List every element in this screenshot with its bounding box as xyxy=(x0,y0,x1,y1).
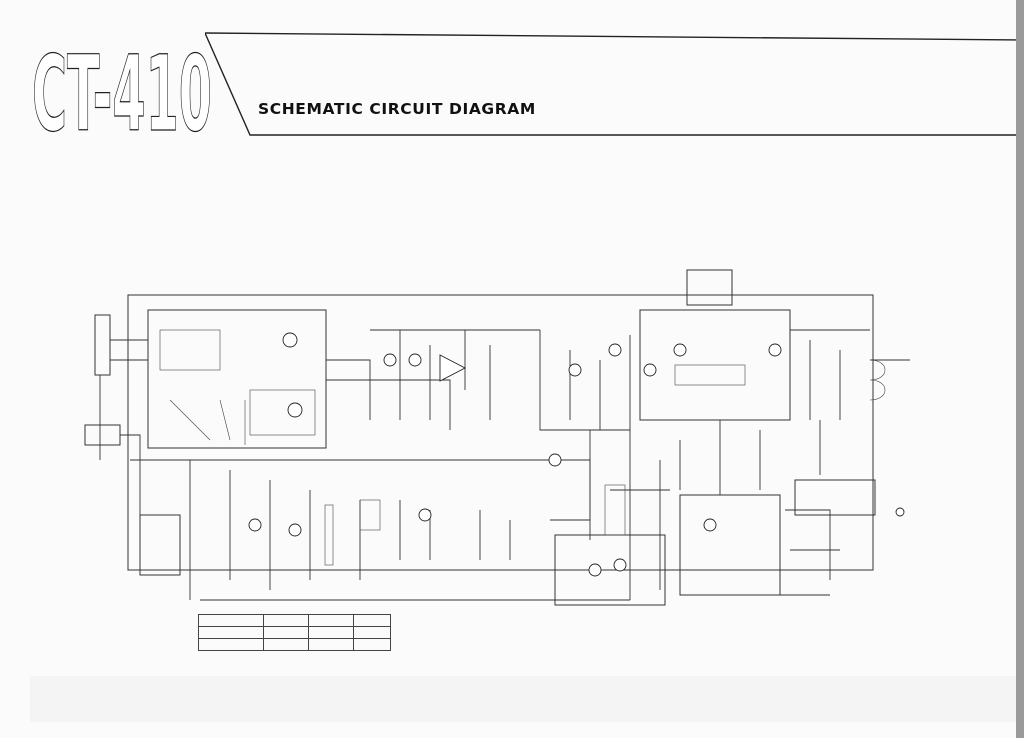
schematic-circuit-diagram xyxy=(84,269,910,606)
table-header-cell xyxy=(198,614,264,627)
table-cell xyxy=(198,638,264,651)
page-bottom-shadow xyxy=(30,676,1024,722)
transistor xyxy=(895,507,905,517)
table-row xyxy=(198,626,391,639)
transistor xyxy=(613,558,627,572)
transistor xyxy=(768,343,782,357)
selector-schedule-table xyxy=(198,614,391,651)
antenna-input xyxy=(94,314,111,376)
transistor xyxy=(568,363,582,377)
table-cell xyxy=(308,638,354,651)
transistor xyxy=(703,518,717,532)
table-cell xyxy=(263,626,309,639)
coil xyxy=(324,504,334,566)
model-logo-text: CT-410 xyxy=(32,33,212,140)
model-logo: CT-410 xyxy=(31,32,212,140)
transistor xyxy=(548,453,562,467)
page-edge xyxy=(1016,0,1024,738)
table-cell xyxy=(353,626,391,639)
transistor xyxy=(608,343,622,357)
table-row xyxy=(198,638,391,651)
main-board-outline xyxy=(127,294,874,571)
transistor xyxy=(282,332,298,348)
meter-box xyxy=(84,424,121,446)
fuse-box xyxy=(686,269,733,306)
head-box xyxy=(139,514,181,576)
transistor xyxy=(643,363,657,377)
op-amp xyxy=(439,354,466,382)
header-rule xyxy=(205,32,1024,136)
table-cell xyxy=(353,638,391,651)
transformer xyxy=(604,484,626,536)
transistor xyxy=(248,518,262,532)
table-cell xyxy=(198,626,264,639)
dolby-module-box xyxy=(679,494,781,596)
table-cell xyxy=(263,638,309,651)
tuner-module-box xyxy=(147,309,327,449)
transistor xyxy=(383,353,397,367)
transistor xyxy=(588,563,602,577)
table-header-cell xyxy=(308,614,354,627)
table-header-cell xyxy=(263,614,309,627)
transistor xyxy=(673,343,687,357)
power-switch-box xyxy=(794,479,876,516)
page-title: SCHEMATIC CIRCUIT DIAGRAM xyxy=(258,100,536,118)
transistor xyxy=(287,402,303,418)
transistor xyxy=(408,353,422,367)
table-cell xyxy=(308,626,354,639)
transistor xyxy=(418,508,432,522)
transistor xyxy=(288,523,302,537)
table-header-cell xyxy=(353,614,391,627)
power-module-box xyxy=(639,309,791,421)
oscillator-coil xyxy=(359,499,381,531)
